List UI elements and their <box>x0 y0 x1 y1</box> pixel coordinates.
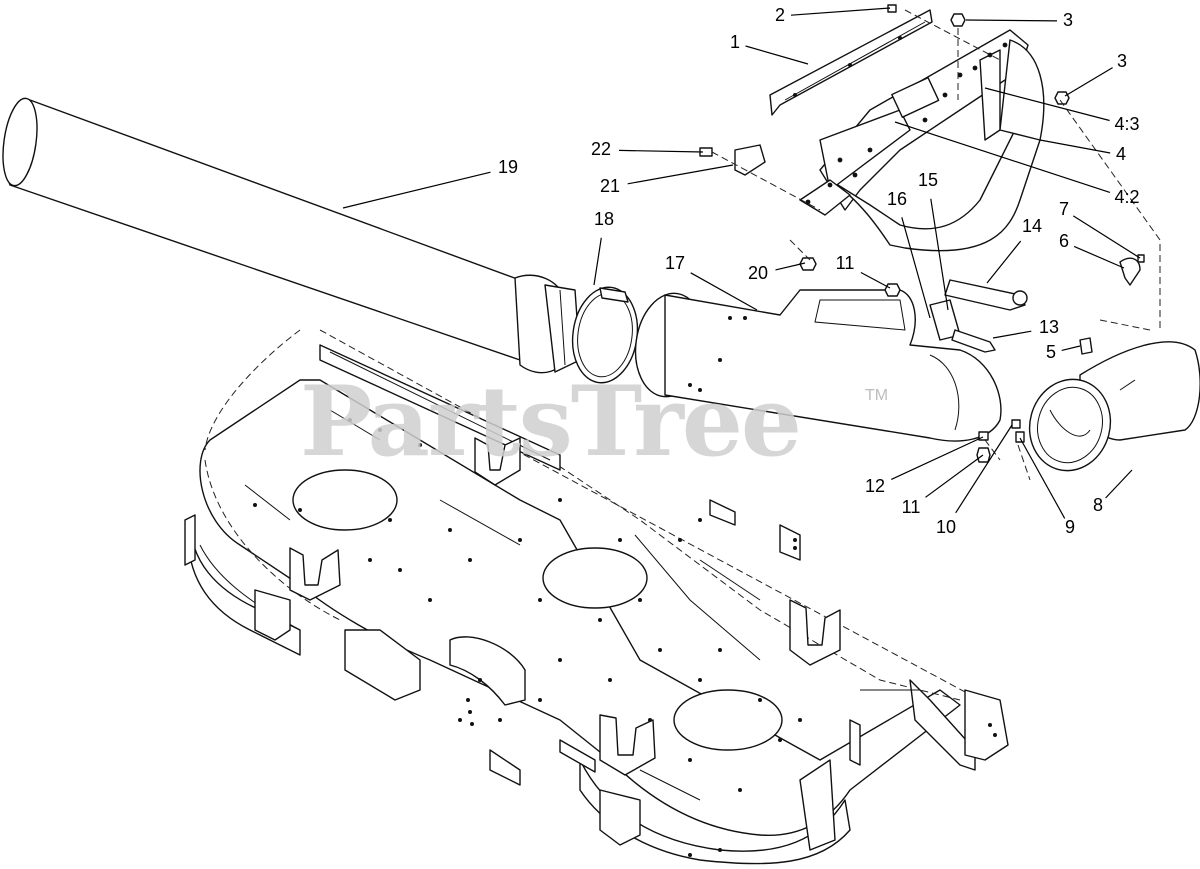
callout-17-label: 17 <box>665 253 685 273</box>
callout-1-label: 1 <box>730 32 740 52</box>
callout-16-label: 16 <box>887 189 907 209</box>
callout-6-label: 6 <box>1059 231 1069 251</box>
callout-9-label: 9 <box>1065 517 1075 537</box>
assembly-lines <box>711 9 1161 481</box>
clamp-18 <box>571 286 639 384</box>
watermark-text: PartsTree <box>300 365 800 478</box>
callout-4-leader <box>1039 139 1111 154</box>
callout-3-leader <box>1064 67 1113 97</box>
callout-21-leader <box>627 164 734 185</box>
callout-17-leader <box>690 272 758 311</box>
callout-12-label: 12 <box>865 476 885 496</box>
mower-deck <box>184 329 1009 865</box>
discharge-tube-17 <box>634 289 1002 442</box>
callout-3-label: 3 <box>1117 51 1127 71</box>
callout-11-label: 11 <box>902 497 921 517</box>
deflector-8 <box>1028 341 1200 472</box>
callout-21-label: 21 <box>600 176 620 196</box>
callout-7-label: 7 <box>1059 199 1069 219</box>
callout-7-leader <box>1072 215 1141 259</box>
callout-22-label: 22 <box>591 139 611 159</box>
callout-3-label: 3 <box>1063 10 1073 30</box>
callout-3-leader <box>965 19 1058 22</box>
callout-12-leader <box>891 436 984 480</box>
callout-20-label: 20 <box>748 263 768 283</box>
discharge-tube-19 <box>2 97 581 374</box>
mount-bracket-4 <box>799 29 1045 252</box>
callout-14-label: 14 <box>1022 216 1042 236</box>
callout-10-label: 10 <box>936 517 956 537</box>
callout-6-leader <box>1073 245 1125 269</box>
callout-2-leader <box>790 7 891 16</box>
callout-15-leader <box>930 198 949 311</box>
callout-4-2-leader <box>894 121 1111 193</box>
callout-8-label: 8 <box>1093 495 1103 515</box>
callout-2-label: 2 <box>775 5 785 25</box>
callout-5-leader <box>1061 345 1081 351</box>
trademark-mark: TM <box>865 387 888 404</box>
callout-4-3-leader <box>984 87 1110 122</box>
callout-11-label: 11 <box>836 253 855 273</box>
callout-14-leader <box>986 240 1022 284</box>
callout-10-leader <box>955 424 1013 514</box>
callout-19-leader <box>342 171 491 209</box>
callout-13-label: 13 <box>1039 317 1059 337</box>
callout-15-label: 15 <box>918 170 938 190</box>
callout-11-leader <box>860 271 891 289</box>
callout-4-3-label: 4:3 <box>1114 114 1139 134</box>
watermark: PartsTree TM <box>300 365 888 478</box>
callout-4-2-label: 4:2 <box>1114 187 1139 207</box>
callout-8-leader <box>1105 469 1133 499</box>
callout-18-label: 18 <box>594 209 614 229</box>
callout-16-leader <box>901 217 931 319</box>
callout-18-leader <box>593 237 602 286</box>
callout-11-leader <box>925 454 984 498</box>
callout-1-leader <box>745 45 809 65</box>
callout-20-leader <box>775 262 806 271</box>
callout-13-leader <box>992 330 1032 339</box>
callout-9-leader <box>1019 437 1066 519</box>
callout-19-label: 19 <box>498 157 518 177</box>
callout-22-leader <box>618 149 704 153</box>
callout-5-label: 5 <box>1046 342 1056 362</box>
plate-1 <box>769 9 933 116</box>
callout-4-label: 4 <box>1116 144 1126 164</box>
